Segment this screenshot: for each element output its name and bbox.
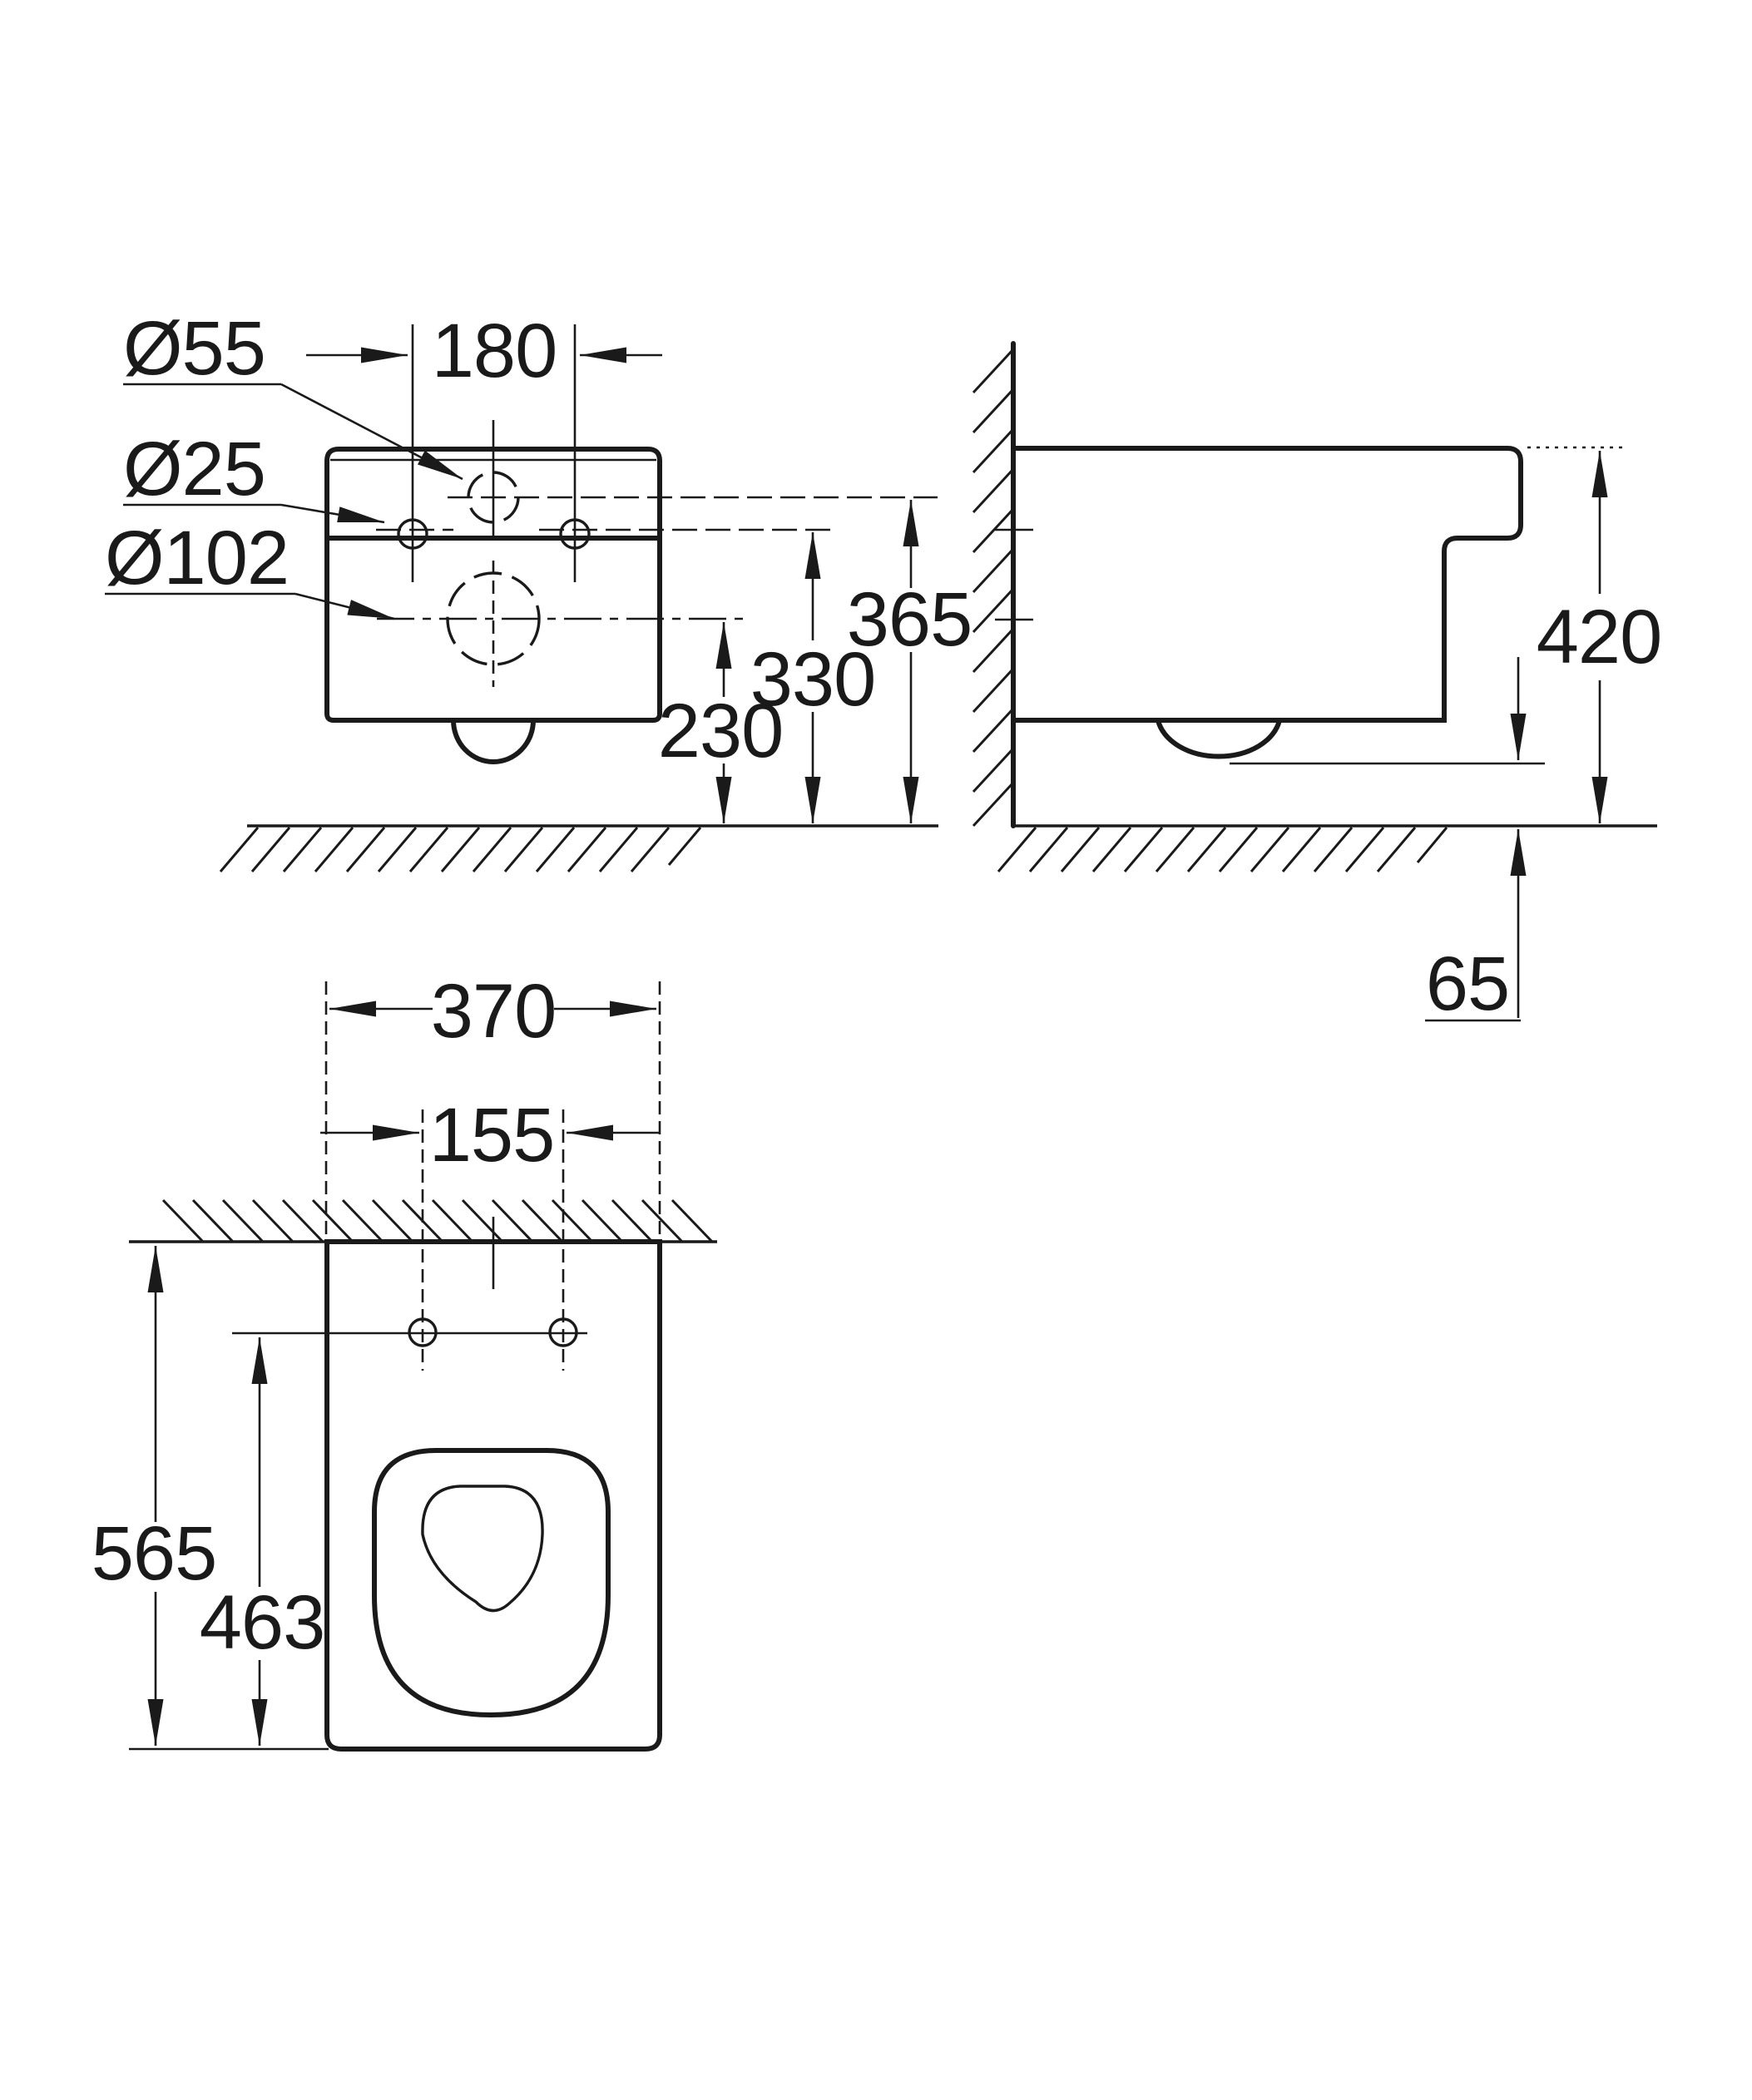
side-view: 420 65 [972,341,1662,1026]
label-oe25-leader [280,503,385,524]
dim-65-label: 65 [1426,941,1509,1026]
dim-330: 330 [750,532,876,823]
label-oe25: Ø25 [123,427,385,524]
front-view: Ø55 Ø25 Ø102 180 365 [105,306,973,872]
plan-body-outline [324,1239,662,1752]
dim-180: 180 [306,309,662,393]
dim-155-label: 155 [429,1093,555,1178]
dim-365-label: 365 [847,577,973,662]
label-oe55: Ø55 [123,306,463,481]
label-oe25-text: Ø25 [123,427,265,511]
plan-water-surface [421,1485,544,1613]
dim-180-label: 180 [432,309,557,393]
dim-365: 365 [847,500,973,823]
label-oe102-text: Ø102 [105,516,289,600]
side-outlet-arc [1156,718,1282,759]
label-oe55-leader [280,383,463,481]
dim-370-label: 370 [431,969,557,1054]
dim-565: 565 [92,1246,217,1746]
plan-view: 370 155 565 463 [92,969,717,1752]
label-oe102-leader [294,592,395,620]
dim-370: 370 [329,969,656,1054]
label-oe55-text: Ø55 [123,306,265,391]
side-wall-hatching [972,348,1015,828]
label-oe102: Ø102 [105,516,395,620]
side-floor-hatching [997,827,1448,872]
dim-65: 65 [1425,657,1527,1026]
front-body-outline [324,447,662,723]
front-floor-hatching [219,827,702,872]
dim-463-label: 463 [200,1580,325,1665]
side-body-outline [1011,446,1523,723]
dim-330-label: 330 [750,637,876,722]
dim-565-label: 565 [92,1511,217,1596]
front-outlet-arc [451,718,536,764]
dim-155: 155 [320,1093,659,1178]
dim-230-label: 230 [658,689,784,773]
dim-230: 230 [658,622,784,823]
dim-463: 463 [200,1337,325,1746]
dim-420-label: 420 [1537,595,1662,679]
plan-bowl-rim [372,1448,611,1718]
dim-420: 420 [1527,446,1662,823]
